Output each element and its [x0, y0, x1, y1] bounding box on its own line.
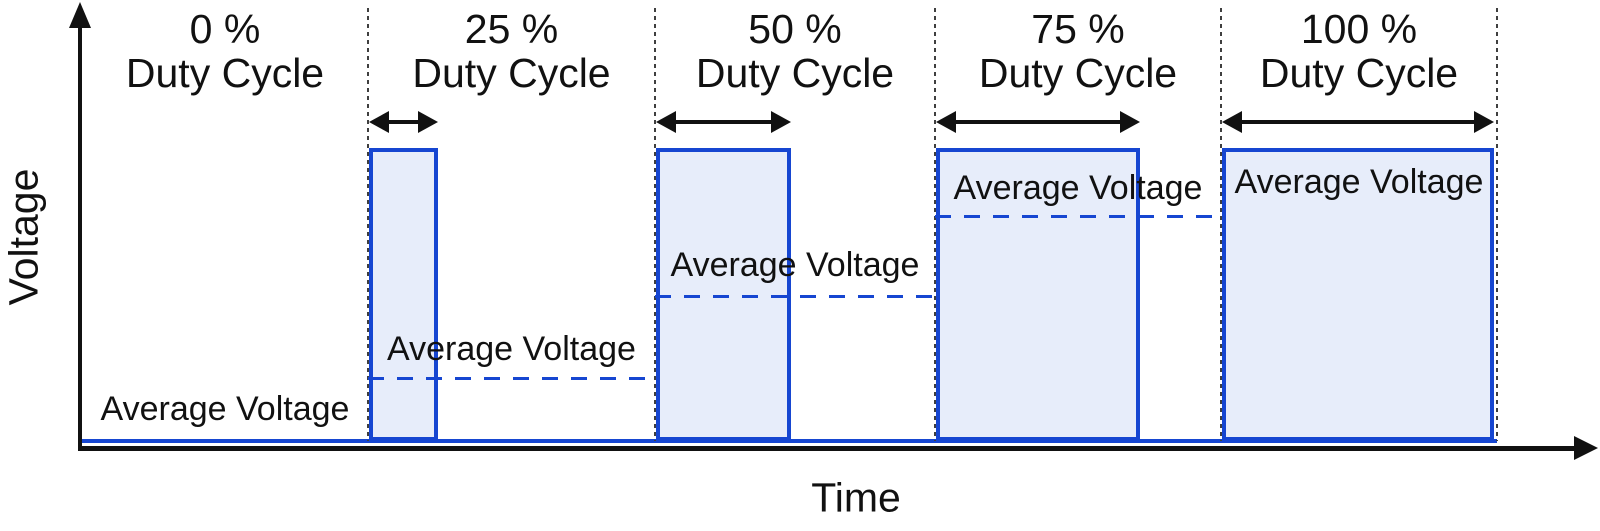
- section-divider: [934, 8, 936, 441]
- duty-percent-label: 100 %: [1300, 6, 1418, 52]
- duty-cycle-label: Duty Cycle: [695, 50, 895, 96]
- arrow-shaft: [660, 120, 787, 124]
- pulse-width-arrow-icon: [656, 111, 791, 133]
- duty-cycle-heading: 100 % Duty Cycle: [1221, 7, 1497, 95]
- arrowhead-right-icon: [771, 111, 791, 133]
- pulse-width-arrow-icon: [369, 111, 438, 133]
- y-axis-arrowhead-icon: [69, 2, 91, 28]
- signal-baseline: [82, 439, 1497, 443]
- arrow-shaft: [373, 120, 434, 124]
- average-voltage-line: [655, 295, 935, 298]
- y-axis: [78, 20, 82, 448]
- duty-cycle-label: Duty Cycle: [978, 50, 1178, 96]
- duty-section-100: 100 % Duty Cycle Average Voltage: [1221, 0, 1497, 531]
- duty-cycle-label: Duty Cycle: [125, 50, 325, 96]
- pulse-width-arrow-icon: [1222, 111, 1494, 133]
- arrow-shaft: [940, 120, 1136, 124]
- arrow-shaft: [1226, 120, 1490, 124]
- x-axis: [78, 446, 1578, 451]
- average-voltage-label: Average Voltage: [953, 169, 1203, 207]
- pwm-pulse: [656, 148, 791, 441]
- duty-section-50: 50 % Duty Cycle Average Voltage: [655, 0, 935, 531]
- duty-cycle-heading: 75 % Duty Cycle: [935, 7, 1221, 95]
- duty-section-0: 0 % Duty Cycle Average Voltage: [82, 0, 368, 531]
- duty-cycle-heading: 25 % Duty Cycle: [368, 7, 655, 95]
- x-axis-label: Time: [811, 474, 901, 521]
- pulse-width-arrow-icon: [936, 111, 1140, 133]
- average-voltage-label: Average Voltage: [100, 390, 350, 428]
- arrowhead-right-icon: [1120, 111, 1140, 133]
- duty-section-75: 75 % Duty Cycle Average Voltage: [935, 0, 1221, 531]
- arrowhead-right-icon: [1474, 111, 1494, 133]
- section-divider: [654, 8, 656, 441]
- section-divider: [1496, 8, 1498, 441]
- section-divider: [1220, 8, 1222, 441]
- pwm-pulse: [1222, 148, 1494, 441]
- average-voltage-label: Average Voltage: [670, 246, 920, 284]
- average-voltage-label: Average Voltage: [1234, 163, 1484, 201]
- duty-percent-label: 75 %: [1031, 6, 1125, 52]
- arrowhead-right-icon: [418, 111, 438, 133]
- duty-percent-label: 0 %: [189, 6, 261, 52]
- duty-cycle-label: Duty Cycle: [1259, 50, 1459, 96]
- x-axis-arrowhead-icon: [1574, 436, 1598, 460]
- duty-cycle-label: Duty Cycle: [412, 50, 611, 96]
- average-voltage-label: Average Voltage: [387, 330, 636, 368]
- average-voltage-line: [935, 215, 1221, 218]
- pwm-pulse: [369, 148, 438, 441]
- duty-percent-label: 25 %: [464, 6, 559, 52]
- average-voltage-line: [368, 377, 655, 380]
- duty-cycle-heading: 50 % Duty Cycle: [655, 7, 935, 95]
- duty-cycle-heading: 0 % Duty Cycle: [82, 7, 368, 95]
- pwm-pulse: [936, 148, 1140, 441]
- duty-section-25: 25 % Duty Cycle Average Voltage: [368, 0, 655, 531]
- duty-percent-label: 50 %: [748, 6, 842, 52]
- y-axis-label: Voltage: [0, 168, 47, 306]
- section-divider: [367, 8, 369, 441]
